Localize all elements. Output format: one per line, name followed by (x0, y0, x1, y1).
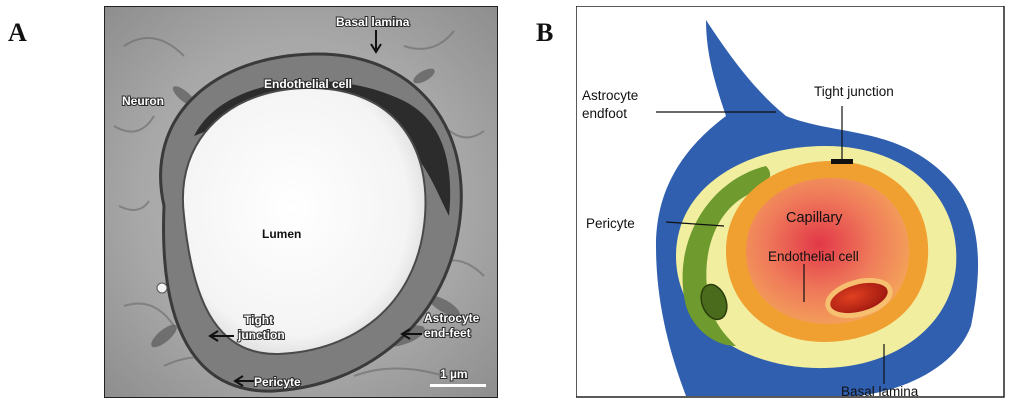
label-lumen: Lumen (262, 227, 301, 241)
label-astrocyte-1: Astrocyte (424, 311, 480, 325)
panel-letter-a: A (8, 18, 27, 48)
label-astrocyte-2: end-feet (424, 326, 471, 340)
panel-letter-b: B (536, 18, 553, 48)
label-pericyte: Pericyte (254, 375, 301, 389)
label-tight-junction-1: Tight (244, 313, 273, 327)
label-tight-junction: Tight junction (814, 84, 894, 99)
label-capillary: Capillary (786, 210, 843, 226)
label-endothelial-cell: Endothelial cell (264, 77, 352, 91)
tight-junction-mark (831, 159, 853, 164)
lumen-dot (157, 283, 167, 293)
label-basal-lamina: Basal lamina (336, 15, 410, 29)
label-astrocyte-endfoot-1: Astrocyte (582, 88, 638, 103)
label-neuron: Neuron (122, 94, 164, 108)
label-endothelial-cell: Endothelial cell (768, 249, 859, 264)
label-pericyte: Pericyte (586, 216, 635, 231)
label-astrocyte-endfoot-2: endfoot (582, 106, 627, 121)
label-basal-lamina: Basal lamina (841, 384, 919, 398)
micrograph-panel: Basal lamina Endothelial cell Neuron Lum… (104, 6, 498, 398)
label-scale-bar: 1 µm (440, 367, 468, 381)
scale-bar (430, 384, 486, 387)
schematic-panel: Astrocyte endfoot Tight junction Capilla… (576, 6, 1006, 398)
label-tight-junction-2: junction (237, 328, 285, 342)
